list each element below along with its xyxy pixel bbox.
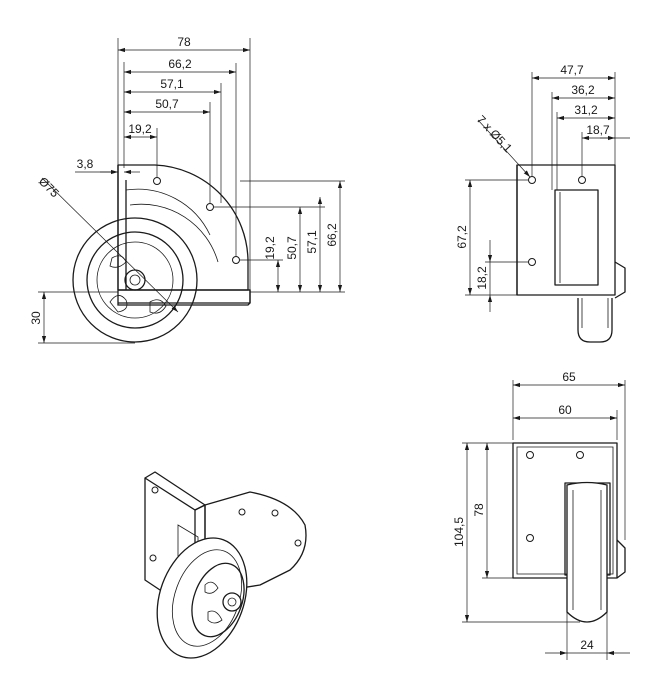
side-bracket [516,164,626,343]
side-vertical-dims: 67,2 18,2 [455,179,528,312]
front-diameter-leader: Ø75 [36,174,179,313]
dim-30: 30 [29,311,43,325]
mount-hole-2 [206,203,214,211]
rear-hole-3 [526,534,534,542]
isometric-view [144,471,307,659]
rear-dims: 65 60 104,5 78 24 [452,370,630,660]
dim-v19-2: 19,2 [263,236,277,260]
front-view: 78 66,2 57,1 50,7 19,2 3,8 Ø75 [29,35,345,344]
iso-hole-4 [271,509,279,517]
dim-wheel-diameter: Ø75 [36,174,62,200]
dim-v104-5: 104,5 [452,517,466,547]
dim-50-7: 50,7 [155,97,179,111]
dim-v57-1: 57,1 [305,230,319,254]
dim-holes: 7 x Ø5,1 [474,112,515,155]
dim-36-2: 36,2 [571,83,595,97]
dim-65: 65 [562,370,576,384]
dim-v66-2: 66,2 [325,223,339,247]
rear-view: 65 60 104,5 78 24 [452,370,630,660]
dim-v18-2: 18,2 [475,266,489,290]
side-hole-2 [578,176,586,184]
front-wheel [72,217,198,343]
mount-hole-3 [232,256,240,264]
dim-v50-7: 50,7 [285,236,299,260]
side-horizontal-dims: 47,7 36,2 31,2 18,7 [531,63,630,190]
side-view: 47,7 36,2 31,2 18,7 7 x Ø5,1 67,2 18,2 [455,63,630,343]
dim-v67-2: 67,2 [455,225,469,249]
side-hole-1 [528,176,536,184]
rear-hole-2 [576,451,584,459]
side-hole-3 [528,258,536,266]
rear-hole-1 [526,451,534,459]
iso-hole-5 [294,539,302,547]
iso-hole-3 [238,508,246,516]
dim-19-2: 19,2 [128,122,152,136]
dim-24: 24 [580,638,594,652]
dim-18-7: 18,7 [586,123,610,137]
dim-v78: 78 [472,503,486,517]
front-horizontal-dims: 78 66,2 57,1 50,7 19,2 3,8 [75,35,251,290]
dim-47-7: 47,7 [560,63,584,77]
iso-wheel [156,537,248,659]
dim-57-1: 57,1 [160,77,184,91]
dim-3-8: 3,8 [77,157,94,171]
iso-hole-1 [151,486,159,494]
dim-66-2: 66,2 [168,57,192,71]
mount-hole-1 [153,177,161,185]
front-vertical-dims: 19,2 50,7 57,1 66,2 30 [29,180,345,344]
side-hole-leader: 7 x Ø5,1 [474,112,531,178]
iso-hole-2 [149,554,157,562]
dim-60: 60 [558,403,572,417]
dim-78: 78 [177,35,191,49]
dim-31-2: 31,2 [574,103,598,117]
front-bracket [117,164,251,306]
